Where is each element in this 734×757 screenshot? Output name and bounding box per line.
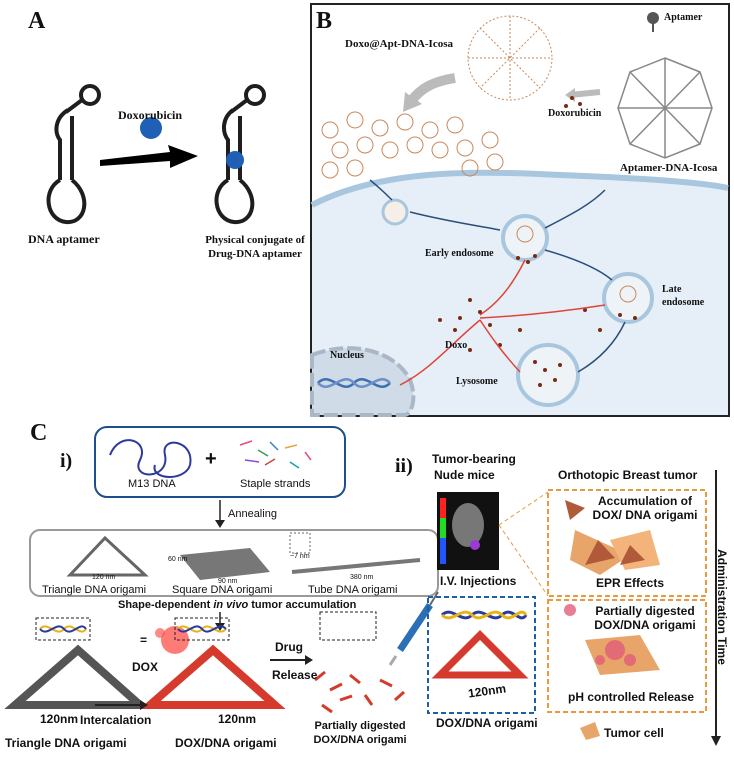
scale-120-left: 120nm: [40, 712, 79, 726]
square-origami-icon: [180, 548, 270, 580]
square-width-label: 90 nm: [218, 578, 238, 585]
panel-b-letter: B: [316, 8, 333, 34]
shape-dependent-post: tumor accumulation: [248, 599, 357, 611]
tube-origami-icon: [291, 558, 421, 574]
panel-a-letter: A: [28, 8, 46, 34]
doxorubicin-label: Doxorubicin: [118, 108, 183, 122]
icosa-label: Aptamer-DNA-Icosa: [620, 162, 718, 174]
components-box: [94, 426, 346, 498]
epr-label: EPR Effects: [596, 576, 665, 590]
square-height-label: 60 nm: [168, 556, 188, 563]
conjugation-arrow: [100, 145, 198, 168]
drug-release-label-1: Drug: [275, 640, 303, 654]
dna-aptamer-left: [46, 84, 101, 225]
doxorubicin-b-label: Doxorubicin: [548, 108, 602, 119]
accum-label-2: DOX/ DNA origami: [592, 508, 698, 522]
accum-label-1: Accumulation of: [597, 494, 692, 508]
arrow-carrier-to-cells: [408, 73, 456, 104]
release-red-lines: [399, 259, 606, 386]
drug-carrier-label: Doxo@Apt-DNA-Icosa: [345, 38, 454, 50]
origami-accum: [565, 500, 645, 565]
bottom-triangle-label: Triangle DNA origami: [5, 736, 127, 750]
cell-body: [312, 172, 728, 415]
conjugate-label-1: Physical conjugate of: [205, 234, 305, 246]
partially-label-2: DOX/DNA origami: [313, 734, 407, 746]
tube-diameter-label: ~7 nm: [290, 553, 310, 560]
staple-strands-icon: [239, 440, 312, 469]
triangle-origami-icon: [66, 535, 149, 577]
doxorubicin-dot: [140, 117, 162, 139]
sub-panel-ii: ii): [395, 455, 413, 477]
intercalation-label: Intercalation: [80, 713, 152, 727]
m13-dna-scribble: [109, 439, 192, 478]
late-endosome-label-2: endosome: [662, 297, 705, 308]
cell-membrane: [310, 169, 729, 208]
syringe-icon: [388, 591, 439, 666]
lysosome-label: Lysosome: [456, 376, 498, 387]
aptamer-legend-icon: [647, 12, 659, 32]
drug-release-label-2: Release: [272, 668, 318, 682]
dna-aptamer-right: [214, 84, 266, 225]
staple-label: Staple strands: [240, 478, 311, 490]
nanoparticle-cluster: [321, 111, 504, 179]
orthotopic-label: Orthotopic Breast tumor: [558, 468, 698, 482]
sub-panel-i: i): [60, 450, 73, 472]
dox-dna-box: [427, 596, 536, 714]
release-box: [547, 599, 707, 713]
partial-right-1: Partially digested: [595, 604, 695, 618]
triangle-size-label: 120 nm: [92, 574, 116, 581]
doxo-icosa-carrier: [467, 15, 553, 101]
accumulation-box: [547, 489, 707, 597]
bound-doxorubicin-dot: [226, 151, 244, 169]
aptamer-dna-icosa: [617, 57, 713, 159]
tumor-bearing-2: Nude mice: [434, 468, 495, 482]
nucleus-label: Nucleus: [330, 350, 364, 361]
annealing-label: Annealing: [228, 508, 277, 520]
tumor-cells-accum: [570, 530, 660, 575]
iv-injections-label: I.V. Injections: [440, 574, 517, 588]
early-endosome: [501, 214, 549, 262]
doxo-dots: [438, 96, 637, 387]
aptamer-legend-label: Aptamer: [664, 12, 703, 23]
tumor-cell-label: Tumor cell: [604, 726, 664, 740]
dox-dna-bottom-label: DOX/DNA origami: [436, 716, 538, 730]
tumor-cell-icon: [580, 722, 600, 740]
endocytosis-vesicle: [381, 198, 409, 226]
tube-length-label: 380 nm: [350, 574, 374, 581]
release-particles: [564, 604, 636, 666]
plus-sign: +: [205, 448, 217, 470]
late-endosome-label-1: Late: [662, 284, 682, 295]
admin-time-label: Administration Time: [714, 549, 729, 665]
doxo-label: Doxo: [445, 340, 468, 351]
panel-c-letter: C: [30, 420, 48, 446]
scale-120-mid: 120nm: [218, 712, 257, 726]
pathway-arrows: [369, 179, 626, 373]
shape-dependent-pre: Shape-dependent: [118, 599, 214, 611]
shape-dependent-em: in vivo: [213, 599, 249, 611]
triangle-origami-grey: [4, 617, 151, 709]
dna-aptamer-label: DNA aptamer: [28, 232, 100, 246]
square-origami-label: Square DNA origami: [172, 584, 273, 596]
tumor-bearing-1: Tumor-bearing: [432, 452, 516, 466]
tube-cross-section: [289, 532, 311, 554]
bottom-dox-label: DOX/DNA origami: [175, 736, 277, 750]
partial-right-2: DOX/DNA origami: [594, 618, 696, 632]
ph-release-label: pH controlled Release: [568, 690, 695, 704]
partially-digested-fragments: [314, 670, 405, 714]
triangle-origami-red: [139, 617, 286, 709]
early-endosome-label: Early endosome: [425, 248, 494, 259]
triangle-origami-label: Triangle DNA origami: [42, 584, 147, 596]
conjugate-label-2: Drug-DNA aptamer: [208, 248, 302, 260]
late-endosome: [602, 272, 654, 324]
m13-label: M13 DNA: [128, 478, 176, 490]
dox-label: DOX: [132, 660, 159, 674]
tube-origami-label: Tube DNA origami: [308, 584, 398, 596]
partially-label-1: Partially digested: [314, 720, 406, 732]
shape-dependent-label: Shape-dependent in vivo tumor accumulati…: [118, 599, 356, 611]
equals-sign: =: [140, 633, 148, 647]
lysosome: [516, 343, 580, 407]
